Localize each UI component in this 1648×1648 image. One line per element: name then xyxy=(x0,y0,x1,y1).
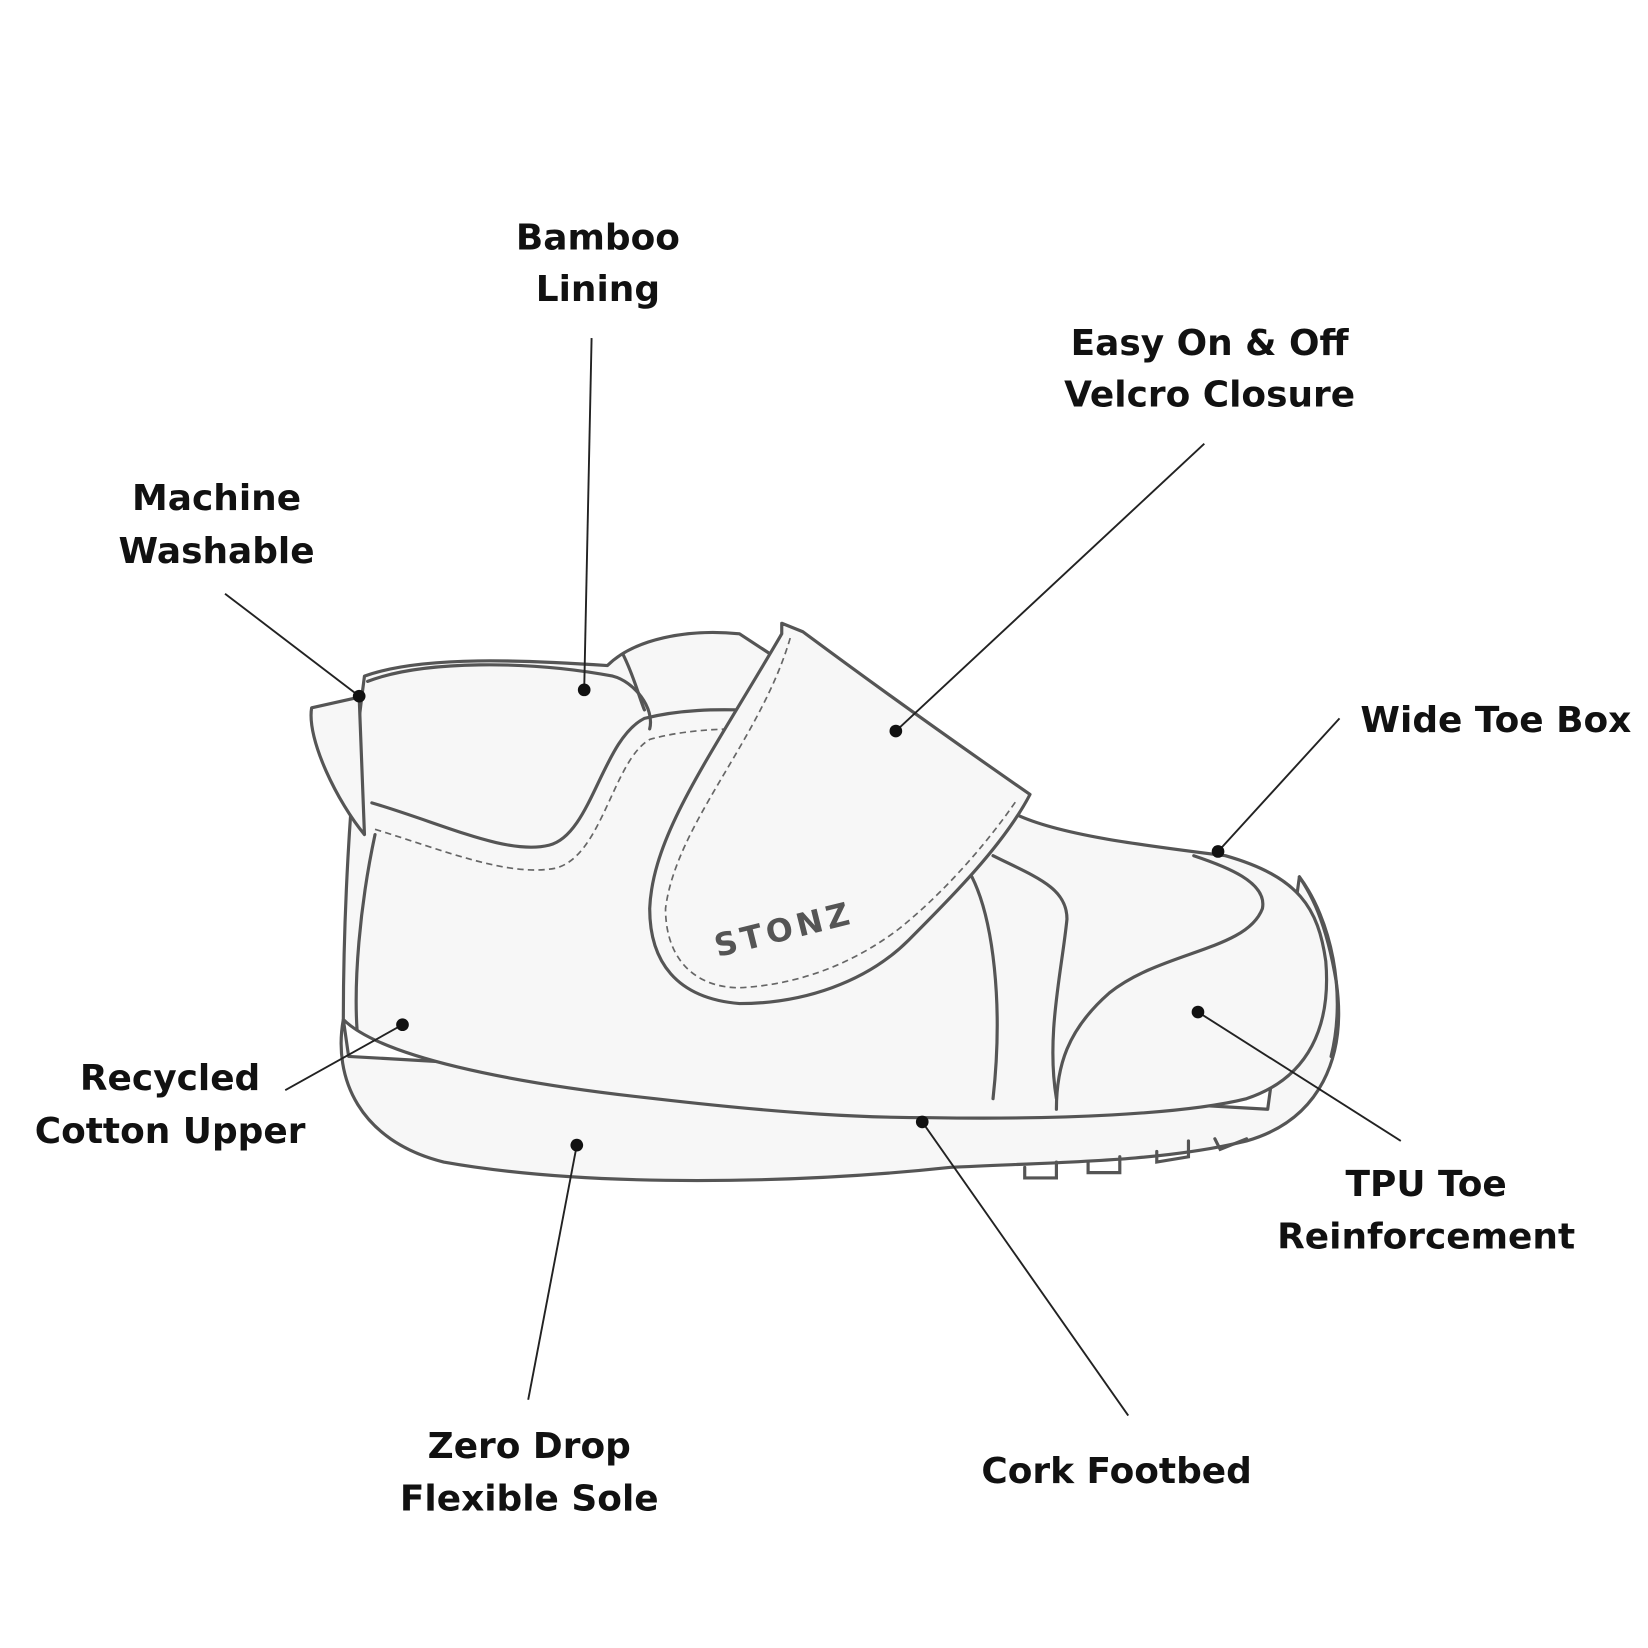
label-tpu-toe-1: TPU Toe xyxy=(1346,1164,1507,1205)
shoe-illustration: STONZ xyxy=(309,621,1341,1183)
label-machine-washable-1: Machine xyxy=(132,478,301,519)
label-cork-footbed: Cork Footbed xyxy=(981,1451,1251,1492)
label-machine-washable-2: Washable xyxy=(119,531,315,572)
label-zero-drop-1: Zero Drop xyxy=(428,1426,631,1467)
label-recycled-cotton-1: Recycled xyxy=(80,1058,260,1099)
callout-labels: Bamboo Lining Easy On & Off Velcro Closu… xyxy=(35,217,1632,1519)
label-wide-toe-box: Wide Toe Box xyxy=(1360,700,1631,741)
heel-pull-tab xyxy=(309,695,367,837)
label-bamboo-lining-2: Lining xyxy=(536,269,660,310)
label-tpu-toe-2: Reinforcement xyxy=(1277,1217,1575,1258)
label-zero-drop-2: Flexible Sole xyxy=(400,1479,659,1520)
velcro-strap xyxy=(648,621,1032,1006)
label-velcro-1: Easy On & Off xyxy=(1071,323,1350,364)
label-bamboo-lining-1: Bamboo xyxy=(516,217,680,258)
callout-leaders xyxy=(224,338,1402,1417)
label-recycled-cotton-2: Cotton Upper xyxy=(35,1111,306,1152)
label-velcro-2: Velcro Closure xyxy=(1064,375,1355,416)
